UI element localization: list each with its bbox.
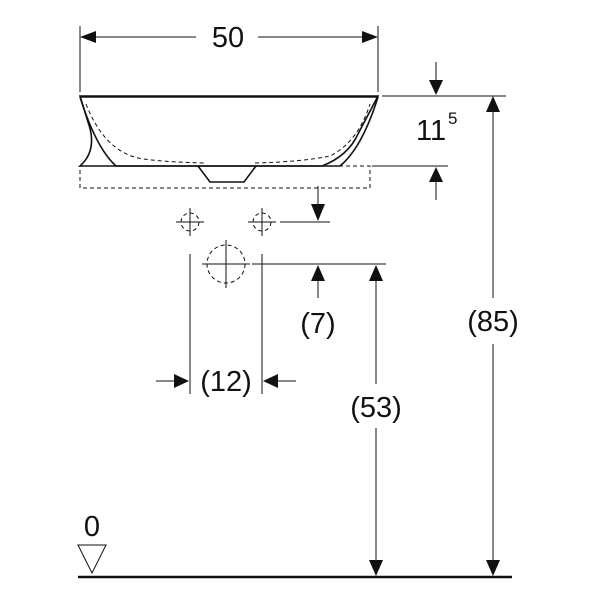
drain-outlet [197,165,257,183]
width-dimension: 50 [79,22,379,92]
countertop [79,165,371,189]
rim-height-dimension: 11 5 [372,62,506,200]
arrow-down [486,560,500,576]
arrow-up [311,265,325,281]
arrow-down [369,560,383,576]
arrow-up [429,167,443,182]
tap-spacing-dimension: (12) [156,254,296,398]
arrow-up [486,96,500,112]
countertop-outline [79,165,371,189]
tap-spacing-label: (12) [200,366,252,398]
tap-right-symbol [248,208,276,236]
arrow-up [369,265,383,281]
arrow-down [311,204,325,221]
floor-label: 0 [84,511,100,543]
arrow-right [362,31,378,43]
bowl-outline [77,95,380,167]
arrow-down [429,80,443,95]
level-marker-icon [77,544,107,575]
total-height-label: (85) [467,306,519,338]
rim-height-sup: 5 [448,109,457,128]
floor-reference: 0 [77,511,512,579]
width-label: 50 [212,22,244,54]
tap-left-symbol [176,208,204,236]
total-height-dimension: (85) [467,96,519,576]
bowl-inner-contour [85,103,371,164]
drain-height-dimension: (53) [350,265,402,576]
rim-height-label: 11 [416,115,446,147]
drain-to-tap-label: (7) [300,308,335,340]
arrow-left [80,31,96,43]
drain-connection-symbol [202,240,250,288]
drain-height-label: (53) [350,392,402,424]
bowl-sides [79,96,379,167]
basin-bowl [77,95,380,183]
arrow-left [263,374,278,388]
arrow-right [174,374,189,388]
drain-to-tap-dimension: (7) [252,186,386,340]
